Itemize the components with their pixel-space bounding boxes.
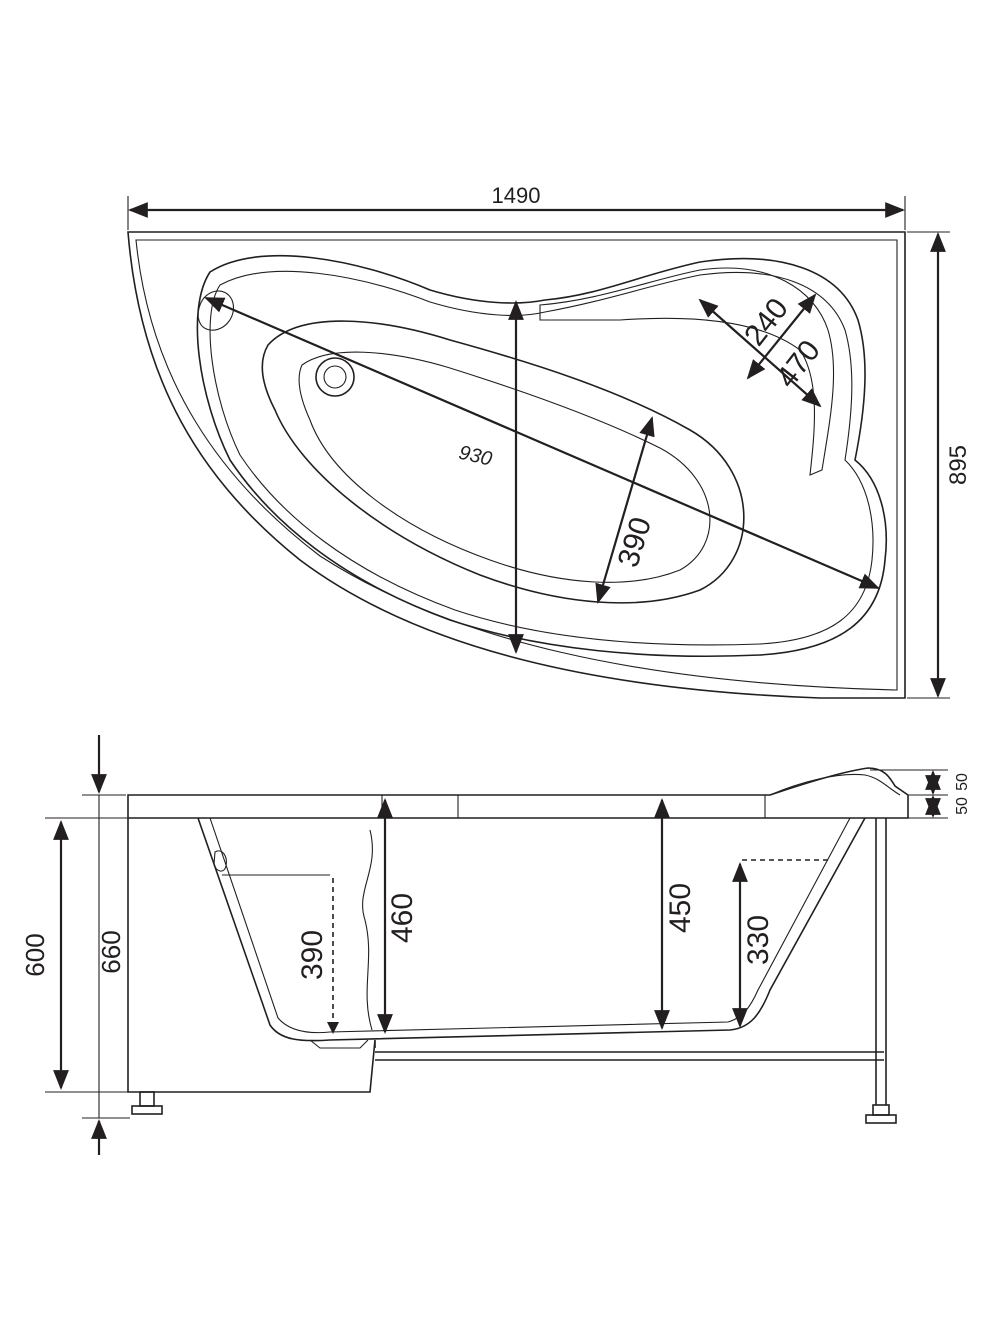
overflow-profile xyxy=(213,850,227,872)
depth-330-label: 330 xyxy=(742,915,775,965)
basin-width-dimension-line xyxy=(595,416,655,604)
seat-length-dimension-line xyxy=(746,293,817,380)
foot-left-base xyxy=(131,1105,163,1115)
height-600-label: 600 xyxy=(20,933,50,976)
side-view: 660 600 460 450 390 330 50 50 xyxy=(20,735,971,1155)
drain-profile xyxy=(309,1039,369,1049)
foot-right xyxy=(872,1104,890,1116)
rim-top xyxy=(127,767,909,819)
foot-right-base xyxy=(865,1114,897,1124)
drain-inner xyxy=(323,365,347,389)
depth-390-arrowhead xyxy=(327,1022,339,1034)
drain-icon xyxy=(315,357,355,397)
depth-460-label: 460 xyxy=(386,893,419,943)
depth-label: 895 xyxy=(945,445,972,485)
headrest-profile xyxy=(769,773,901,796)
basin-width-label: 390 xyxy=(612,513,658,571)
bowl-profile xyxy=(197,817,866,1042)
rim-label-a: 50 xyxy=(954,773,971,791)
depth-450-label: 450 xyxy=(664,883,697,933)
overflow-icon xyxy=(197,290,234,331)
diagonal-label: 930 xyxy=(457,442,494,471)
cross-section-wave xyxy=(362,829,373,1031)
depth-390-label: 390 xyxy=(296,930,329,980)
foot-left xyxy=(139,1091,155,1107)
rim-label-b: 50 xyxy=(954,797,971,815)
front-panel xyxy=(127,818,376,1093)
top-view: 1490 895 930 390 240 470 xyxy=(127,183,972,699)
width-label: 1490 xyxy=(492,183,541,208)
seat-length-label: 470 xyxy=(770,334,827,394)
diagonal-dimension-line xyxy=(204,296,880,590)
height-660-label: 660 xyxy=(96,930,126,973)
seat-width-label: 240 xyxy=(738,292,795,352)
bowl-profile-inner xyxy=(209,817,851,1034)
